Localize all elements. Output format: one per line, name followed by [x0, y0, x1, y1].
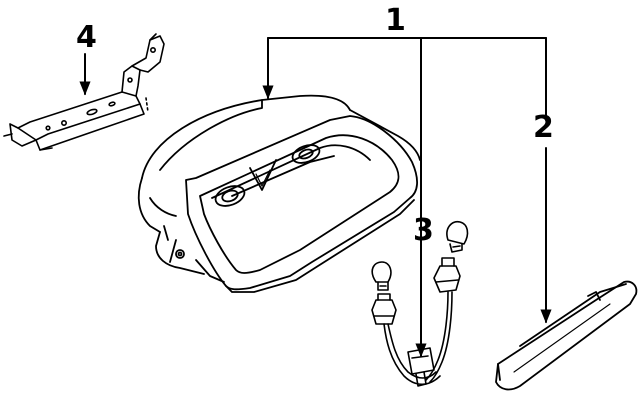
callout-4: 4: [76, 20, 97, 55]
leader-lines: [79, 37, 552, 358]
lamp-housing: [137, 94, 421, 293]
bulb-socket-harness: [371, 220, 469, 387]
callout-3: 3: [413, 213, 434, 248]
lens-cover: [495, 280, 638, 391]
callout-1: 1: [385, 3, 406, 38]
callout-2: 2: [533, 110, 554, 145]
mounting-bracket: [3, 33, 165, 151]
